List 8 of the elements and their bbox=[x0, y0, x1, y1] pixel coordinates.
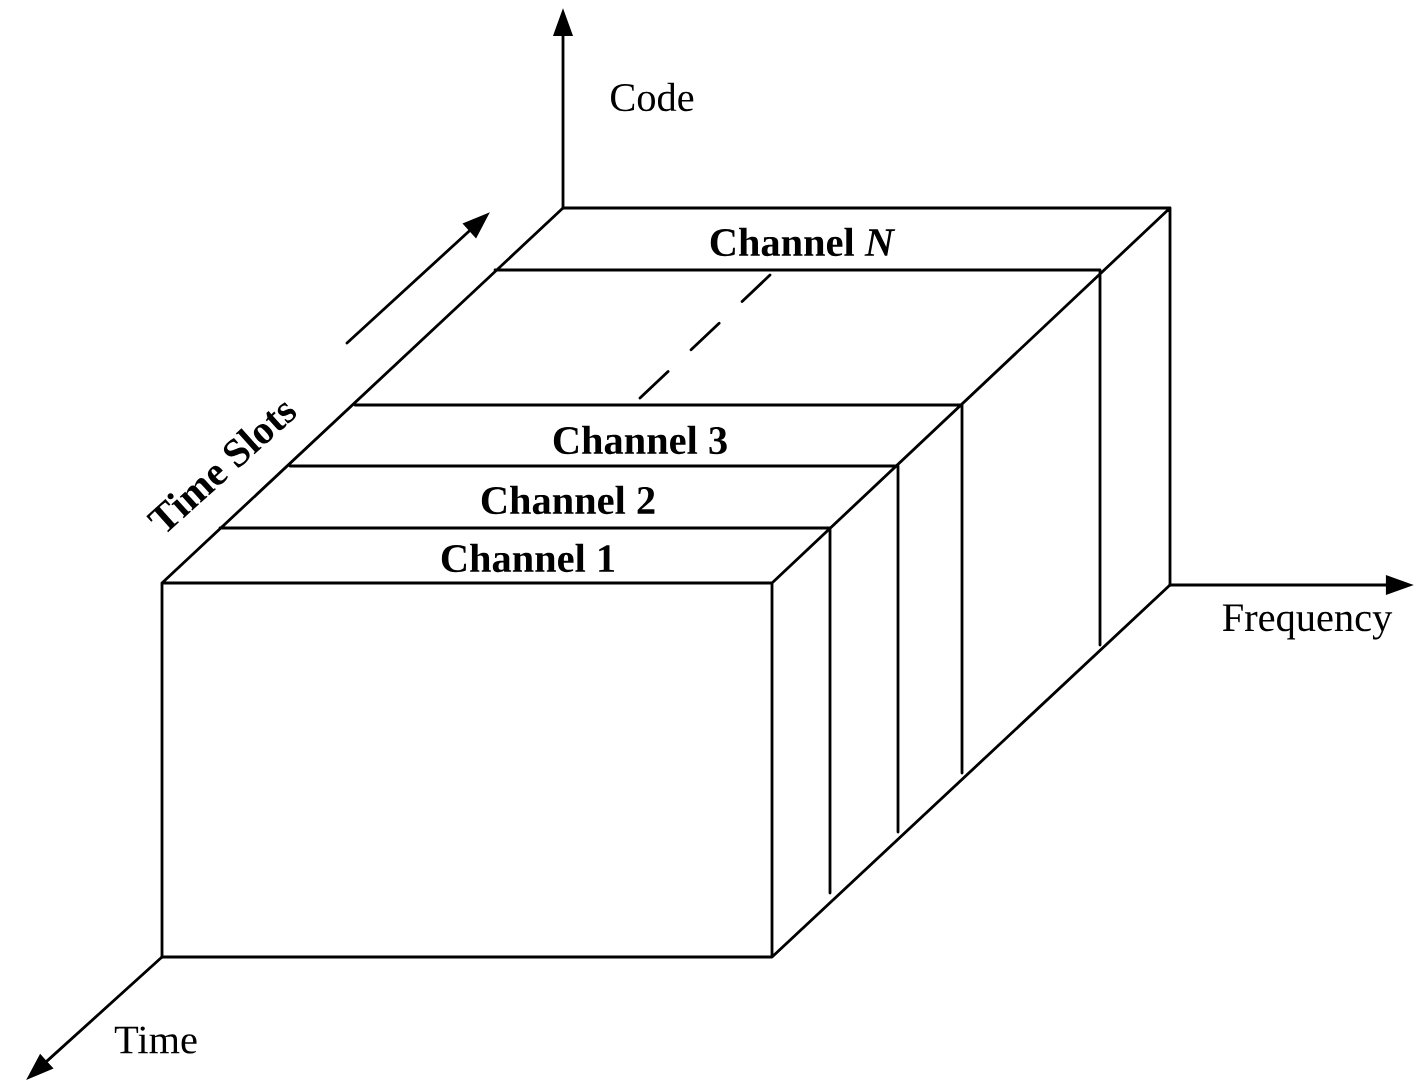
axis-label: Code bbox=[611, 82, 694, 112]
direction-label: Time Slots bbox=[146, 402, 297, 533]
channel-label: Channel 1 bbox=[441, 543, 615, 573]
channel-label: Channel N bbox=[710, 227, 896, 257]
axis-label: Frequency bbox=[1222, 604, 1393, 640]
channel-label: Channel 3 bbox=[553, 425, 727, 455]
channel-label: Channel 2 bbox=[481, 485, 655, 515]
axis-label: Time bbox=[114, 1026, 197, 1054]
